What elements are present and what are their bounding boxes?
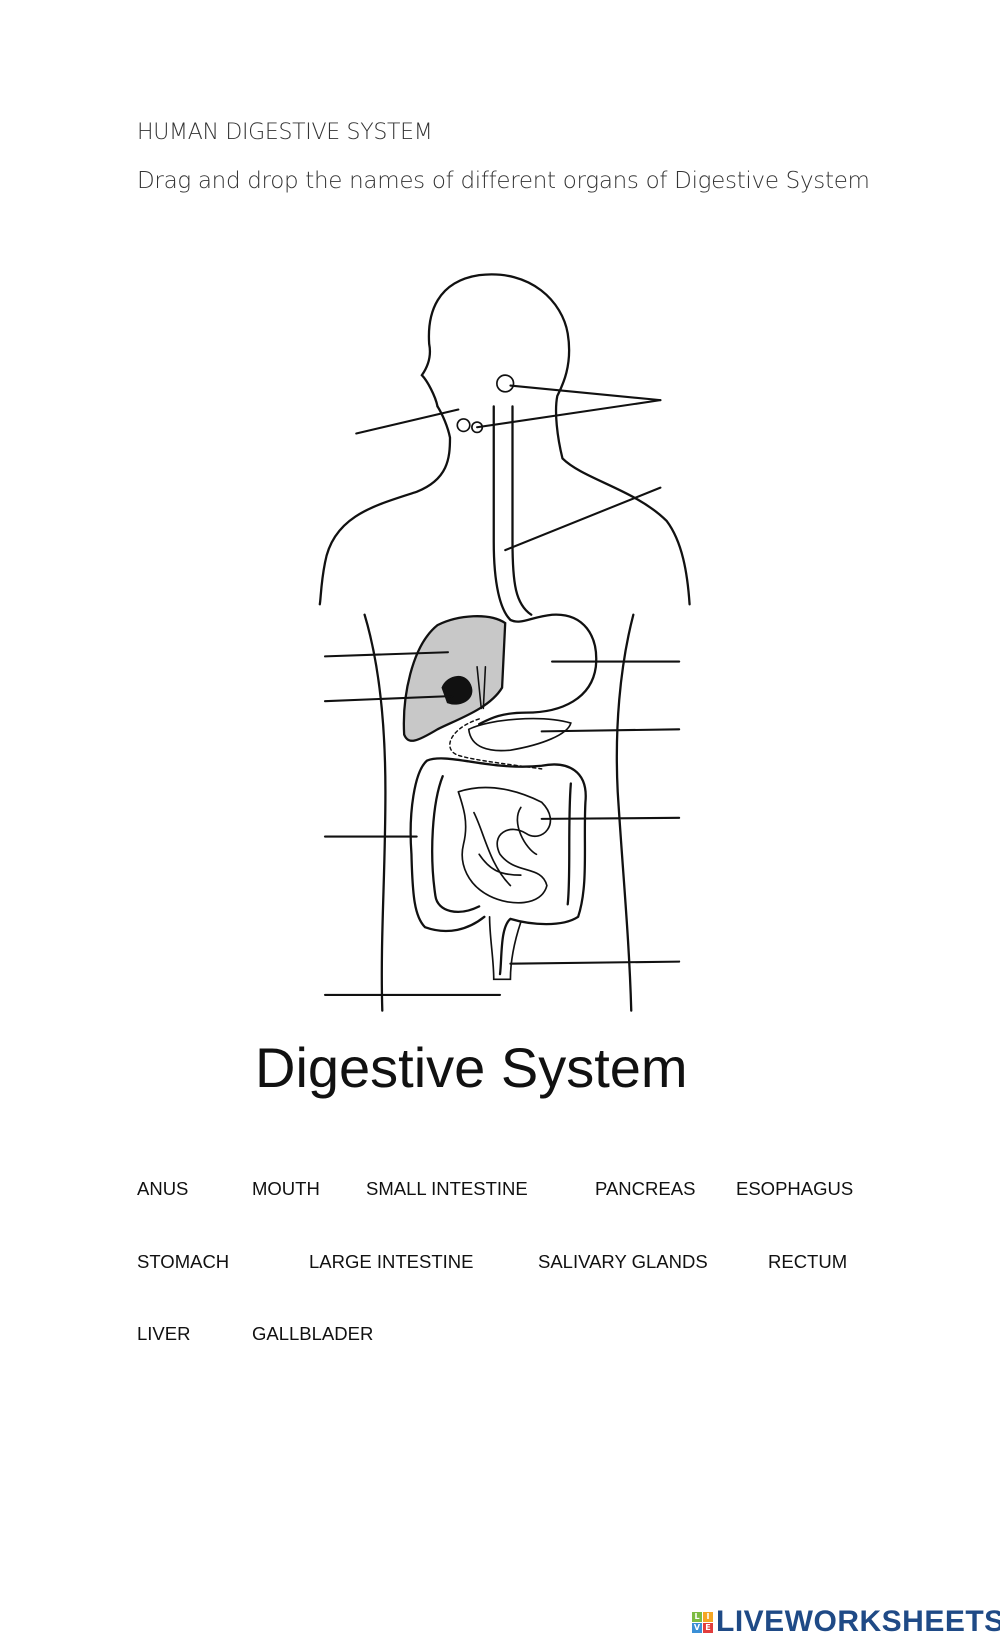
word-liver[interactable]: LIVER xyxy=(137,1323,191,1344)
gallbladder xyxy=(441,675,473,705)
rectum xyxy=(488,915,522,981)
instructions: Drag and drop the names of different org… xyxy=(137,168,870,194)
stomach xyxy=(478,613,598,726)
word-anus[interactable]: ANUS xyxy=(137,1178,189,1199)
word-pancreas[interactable]: PANCREAS xyxy=(595,1178,696,1199)
word-small-intestine[interactable]: SMALL INTESTINE xyxy=(366,1178,528,1199)
worksheet-title: HUMAN DIGESTIVE SYSTEM xyxy=(137,120,433,145)
label-lines xyxy=(323,384,681,996)
word-esophagus[interactable]: ESOPHAGUS xyxy=(736,1178,854,1199)
logo-block: L xyxy=(692,1611,702,1622)
word-gallblader[interactable]: GALLBLADER xyxy=(252,1323,374,1344)
logo-block: I xyxy=(703,1611,713,1622)
logo-text: LIVEWORKSHEETS xyxy=(716,1605,1000,1638)
small-intestine xyxy=(457,786,552,904)
large-intestine xyxy=(409,757,587,976)
body-outline xyxy=(420,273,691,606)
word-mouth[interactable]: MOUTH xyxy=(252,1178,320,1199)
diagram-caption: Digestive System xyxy=(255,1036,688,1099)
word-rectum[interactable]: RECTUM xyxy=(768,1251,848,1272)
liveworksheets-logo: L I V E LIVEWORKSHEETS xyxy=(692,1605,1000,1639)
word-large-intestine[interactable]: LARGE INTESTINE xyxy=(309,1251,474,1272)
logo-block: E xyxy=(703,1622,713,1633)
logo-blocks-icon: L I V E xyxy=(692,1611,713,1633)
logo-block: V xyxy=(692,1622,702,1633)
word-stomach[interactable]: STOMACH xyxy=(137,1251,230,1272)
word-salivary-glands[interactable]: SALIVARY GLANDS xyxy=(538,1251,708,1272)
pancreas xyxy=(467,717,572,752)
